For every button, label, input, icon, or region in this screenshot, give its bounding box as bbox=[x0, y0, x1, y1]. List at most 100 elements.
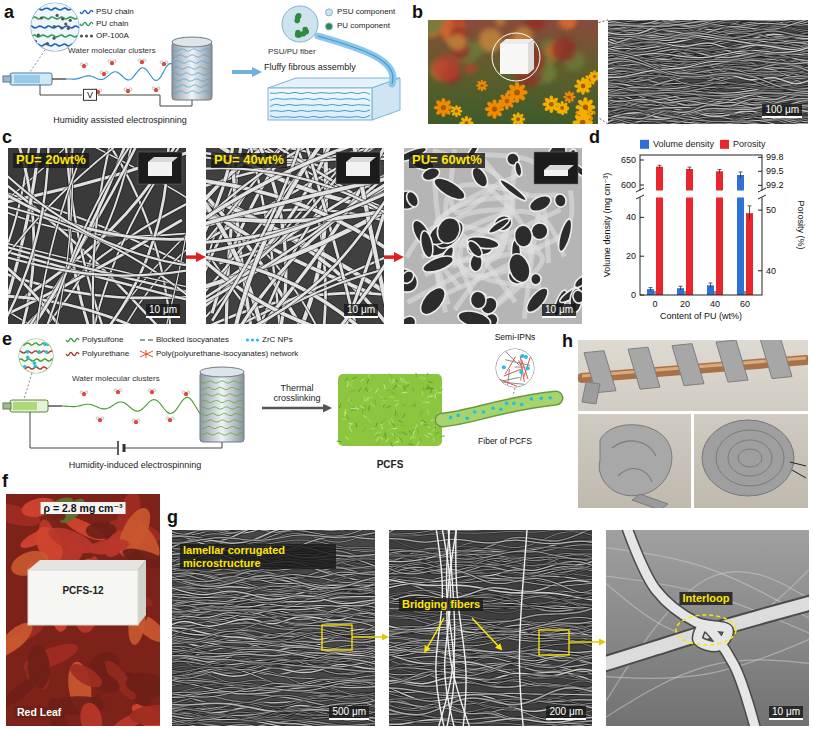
illustration-circle bbox=[52, 37, 55, 40]
illustration-path bbox=[422, 377, 426, 380]
legend-text: Blocked isocyanates bbox=[156, 335, 229, 344]
illustration-path bbox=[389, 724, 592, 726]
illustration-path bbox=[427, 373, 428, 378]
illustration-ellipse bbox=[465, 238, 485, 259]
illustration-path bbox=[80, 10, 93, 13]
illustration-path bbox=[382, 419, 386, 422]
illustration-ellipse bbox=[738, 449, 762, 467]
illustration-path bbox=[412, 387, 413, 392]
illustration-circle bbox=[495, 20, 505, 26]
annotation-label: PSU/PU fiber bbox=[268, 47, 316, 56]
legend-text: Porosity bbox=[733, 139, 766, 149]
illustration-path bbox=[716, 340, 748, 382]
illustration-path bbox=[425, 401, 430, 403]
illustration-path bbox=[679, 286, 683, 287]
illustration-path bbox=[342, 419, 347, 420]
illustration-rect bbox=[322, 625, 352, 650]
illustration-path bbox=[389, 530, 592, 536]
illustration-path bbox=[608, 20, 808, 39]
illustration-path bbox=[173, 67, 211, 69]
illustration-path bbox=[270, 115, 370, 117]
illustration-circle bbox=[129, 88, 132, 91]
illustration-circle bbox=[45, 350, 49, 354]
illustration-path bbox=[348, 400, 352, 403]
legend-swatch bbox=[325, 8, 333, 16]
panel-letter: c bbox=[2, 127, 12, 148]
illustration-path bbox=[366, 387, 368, 391]
illustration-circle bbox=[512, 401, 516, 405]
illustration-path bbox=[387, 406, 391, 409]
illustration-circle bbox=[100, 71, 103, 74]
flow-arrow bbox=[375, 636, 386, 638]
illustration-path bbox=[339, 403, 341, 408]
illustration-path bbox=[376, 423, 378, 428]
illustration-path bbox=[672, 344, 704, 386]
illustration-circle bbox=[26, 356, 30, 360]
illustration-circle bbox=[530, 397, 534, 401]
illustration-ellipse bbox=[172, 37, 212, 47]
illustration-circle bbox=[152, 87, 155, 90]
panel-letter: g bbox=[167, 507, 178, 528]
illustration-circle bbox=[449, 33, 467, 51]
illustration-ellipse bbox=[553, 193, 568, 209]
illustration-path bbox=[349, 384, 353, 387]
illustration-circle bbox=[432, 54, 460, 82]
illustration-path bbox=[649, 287, 653, 288]
illustration-path bbox=[423, 387, 425, 392]
illustration-rect bbox=[534, 152, 578, 184]
illustration-path bbox=[608, 93, 808, 97]
illustration-rect bbox=[539, 630, 569, 655]
illustration-path bbox=[368, 406, 370, 411]
illustration-path bbox=[447, 530, 471, 726]
legend-text: PU chain bbox=[96, 19, 128, 28]
illustration-path bbox=[608, 20, 808, 39]
illustration-ellipse bbox=[456, 308, 492, 324]
illustration-path bbox=[608, 59, 808, 92]
legend-text: Polysulfone bbox=[82, 335, 123, 344]
sem-micrograph bbox=[404, 148, 582, 324]
flow-arrow bbox=[232, 70, 257, 74]
illustration-path bbox=[389, 396, 394, 398]
illustration-path bbox=[47, 148, 186, 324]
illustration-path bbox=[389, 654, 592, 685]
illustration-path bbox=[8, 296, 186, 324]
illustration-rect bbox=[3, 403, 11, 409]
illustration-path bbox=[389, 530, 592, 539]
illustration-circle bbox=[428, 20, 443, 35]
illustration-circle bbox=[539, 396, 543, 400]
illustration-path bbox=[505, 360, 530, 366]
illustration-circle bbox=[166, 417, 169, 420]
image-panel: PU= 60wt%10 μm bbox=[404, 148, 582, 324]
illustration-ellipse bbox=[45, 522, 98, 558]
illustration-path bbox=[745, 291, 746, 295]
illustration-circle bbox=[113, 60, 116, 63]
illustration-path bbox=[608, 20, 808, 39]
illustration-path bbox=[360, 378, 364, 381]
illustration-path bbox=[405, 384, 409, 387]
illustration-circle bbox=[80, 34, 83, 37]
illustration-ellipse bbox=[416, 283, 450, 319]
illustration-circle bbox=[182, 391, 185, 394]
legend-swatch bbox=[640, 140, 649, 149]
illustration-path bbox=[400, 438, 403, 442]
illustration-circle bbox=[295, 30, 301, 36]
illustration-polygon bbox=[528, 39, 534, 74]
electrospinning-schematic bbox=[3, 339, 556, 455]
illustration-path bbox=[172, 675, 375, 694]
illustration-path bbox=[172, 680, 375, 697]
process-caption: Humidity assisted electrospinning bbox=[53, 115, 187, 125]
illustration-circle bbox=[80, 391, 83, 394]
illustration-path bbox=[388, 428, 392, 431]
image-panel: PU= 40wt%10 μm bbox=[206, 148, 384, 324]
illustration-path bbox=[172, 632, 375, 643]
illustration-path bbox=[715, 291, 716, 295]
illustration-path bbox=[389, 615, 592, 637]
illustration-path bbox=[632, 494, 668, 508]
illustration-path bbox=[398, 420, 402, 423]
illustration-path bbox=[172, 587, 375, 612]
illustration-path bbox=[626, 530, 756, 726]
illustration-path bbox=[206, 193, 384, 324]
image-panel: ρ = 2.8 mg cm⁻³PCFS-12Red Leaf bbox=[6, 494, 160, 726]
